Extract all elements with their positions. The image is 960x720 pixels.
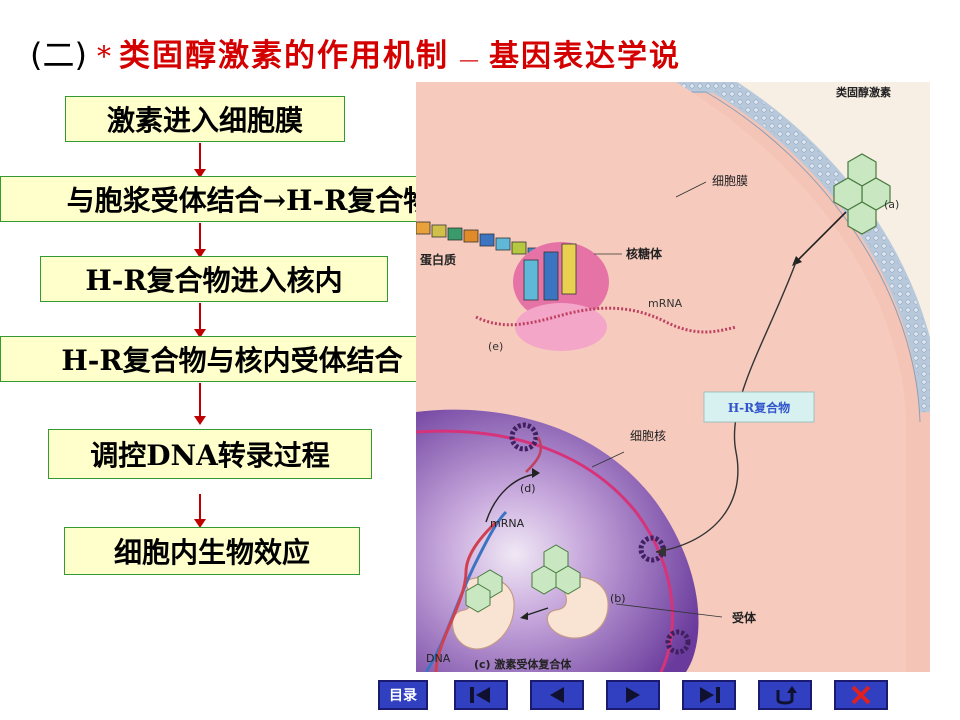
steroid-hormone-molecule (833, 153, 891, 235)
flow-arrow-2 (194, 223, 206, 258)
title-prefix: (二) (30, 36, 87, 74)
label-membrane: 细胞膜 (712, 174, 748, 188)
menu-label: 目录 (389, 688, 417, 704)
prev-slide-button[interactable] (530, 680, 584, 710)
last-slide-button[interactable] (682, 680, 736, 710)
exit-button[interactable] (834, 680, 888, 710)
label-e: (e) (488, 340, 503, 353)
label-c: (c) 激素受体复合体 (474, 657, 572, 671)
last-icon (700, 687, 720, 703)
flow-arrow-4 (194, 383, 206, 425)
receptor-shape (546, 576, 609, 639)
flow-arrow-3 (194, 303, 206, 338)
title-main: 类固醇激素的作用机制 (118, 38, 449, 74)
exit-icon (851, 685, 871, 705)
nuclear-pore (509, 422, 539, 452)
label-b: (b) (610, 592, 626, 605)
prev-icon (550, 687, 564, 703)
label-nucleus: 细胞核 (630, 429, 666, 443)
pathway-arrow-d (485, 473, 537, 523)
flow-arrow-5 (194, 494, 206, 528)
free-steroid-molecule (531, 544, 581, 595)
slide-title: (二) * 类固醇激素的作用机制 — 基因表达学说 (30, 30, 681, 80)
nuclear-envelope (416, 429, 674, 672)
flow-step-3: H-R复合物进入核内 (40, 256, 388, 302)
pathway-arrow-a (795, 211, 847, 263)
flow-step-6: 细胞内生物效应 (64, 527, 360, 575)
first-slide-button[interactable] (454, 680, 508, 710)
next-slide-button[interactable] (606, 680, 660, 710)
return-button[interactable] (758, 680, 812, 710)
slide-navigation: 目录 (372, 680, 892, 712)
hormone-receptor-complex (451, 569, 515, 650)
flow-arrow-1 (194, 143, 206, 178)
label-d: (d) (520, 482, 536, 495)
label-receptor: 受体 (732, 610, 757, 625)
return-icon (776, 686, 797, 705)
title-dash: — (458, 47, 479, 71)
label-protein: 蛋白质 (420, 252, 456, 267)
hr-complex-box (703, 391, 815, 423)
label-mrna-top: mRNA (648, 297, 683, 310)
label-ribosome: 核糖体 (626, 246, 663, 261)
flow-step-1: 激素进入细胞膜 (65, 96, 345, 142)
label-hr-complex: H-R复合物 (728, 400, 790, 415)
protein-chain (416, 221, 543, 261)
label-mrna-bottom: mRNA (490, 517, 525, 530)
flow-step-4: H-R复合物与核内受体结合 (0, 336, 464, 382)
label-steroid: 类固醇激素 (836, 85, 891, 99)
pathway-line (655, 261, 797, 553)
ribosome (513, 242, 609, 351)
mechanism-illustration: 类固醇激素 细胞膜 (a) 蛋白质 核糖体 mRNA (e) H-R复合物 细胞… (416, 82, 930, 672)
first-icon (470, 687, 490, 703)
flow-step-2: 与胞浆受体结合→H-R复合物 (0, 176, 498, 222)
next-icon (626, 687, 640, 703)
steroid-mechanism-figure: 类固醇激素 细胞膜 (a) 蛋白质 核糖体 mRNA (e) H-R复合物 细胞… (416, 82, 930, 672)
flow-step-5: 调控DNA转录过程 (48, 429, 372, 479)
label-a: (a) (884, 198, 899, 211)
nuclear-pore (665, 629, 691, 655)
menu-button[interactable]: 目录 (378, 680, 428, 710)
title-subtitle: 基因表达学说 (488, 39, 681, 74)
title-star: * (96, 40, 111, 73)
label-dna: DNA (426, 652, 451, 665)
